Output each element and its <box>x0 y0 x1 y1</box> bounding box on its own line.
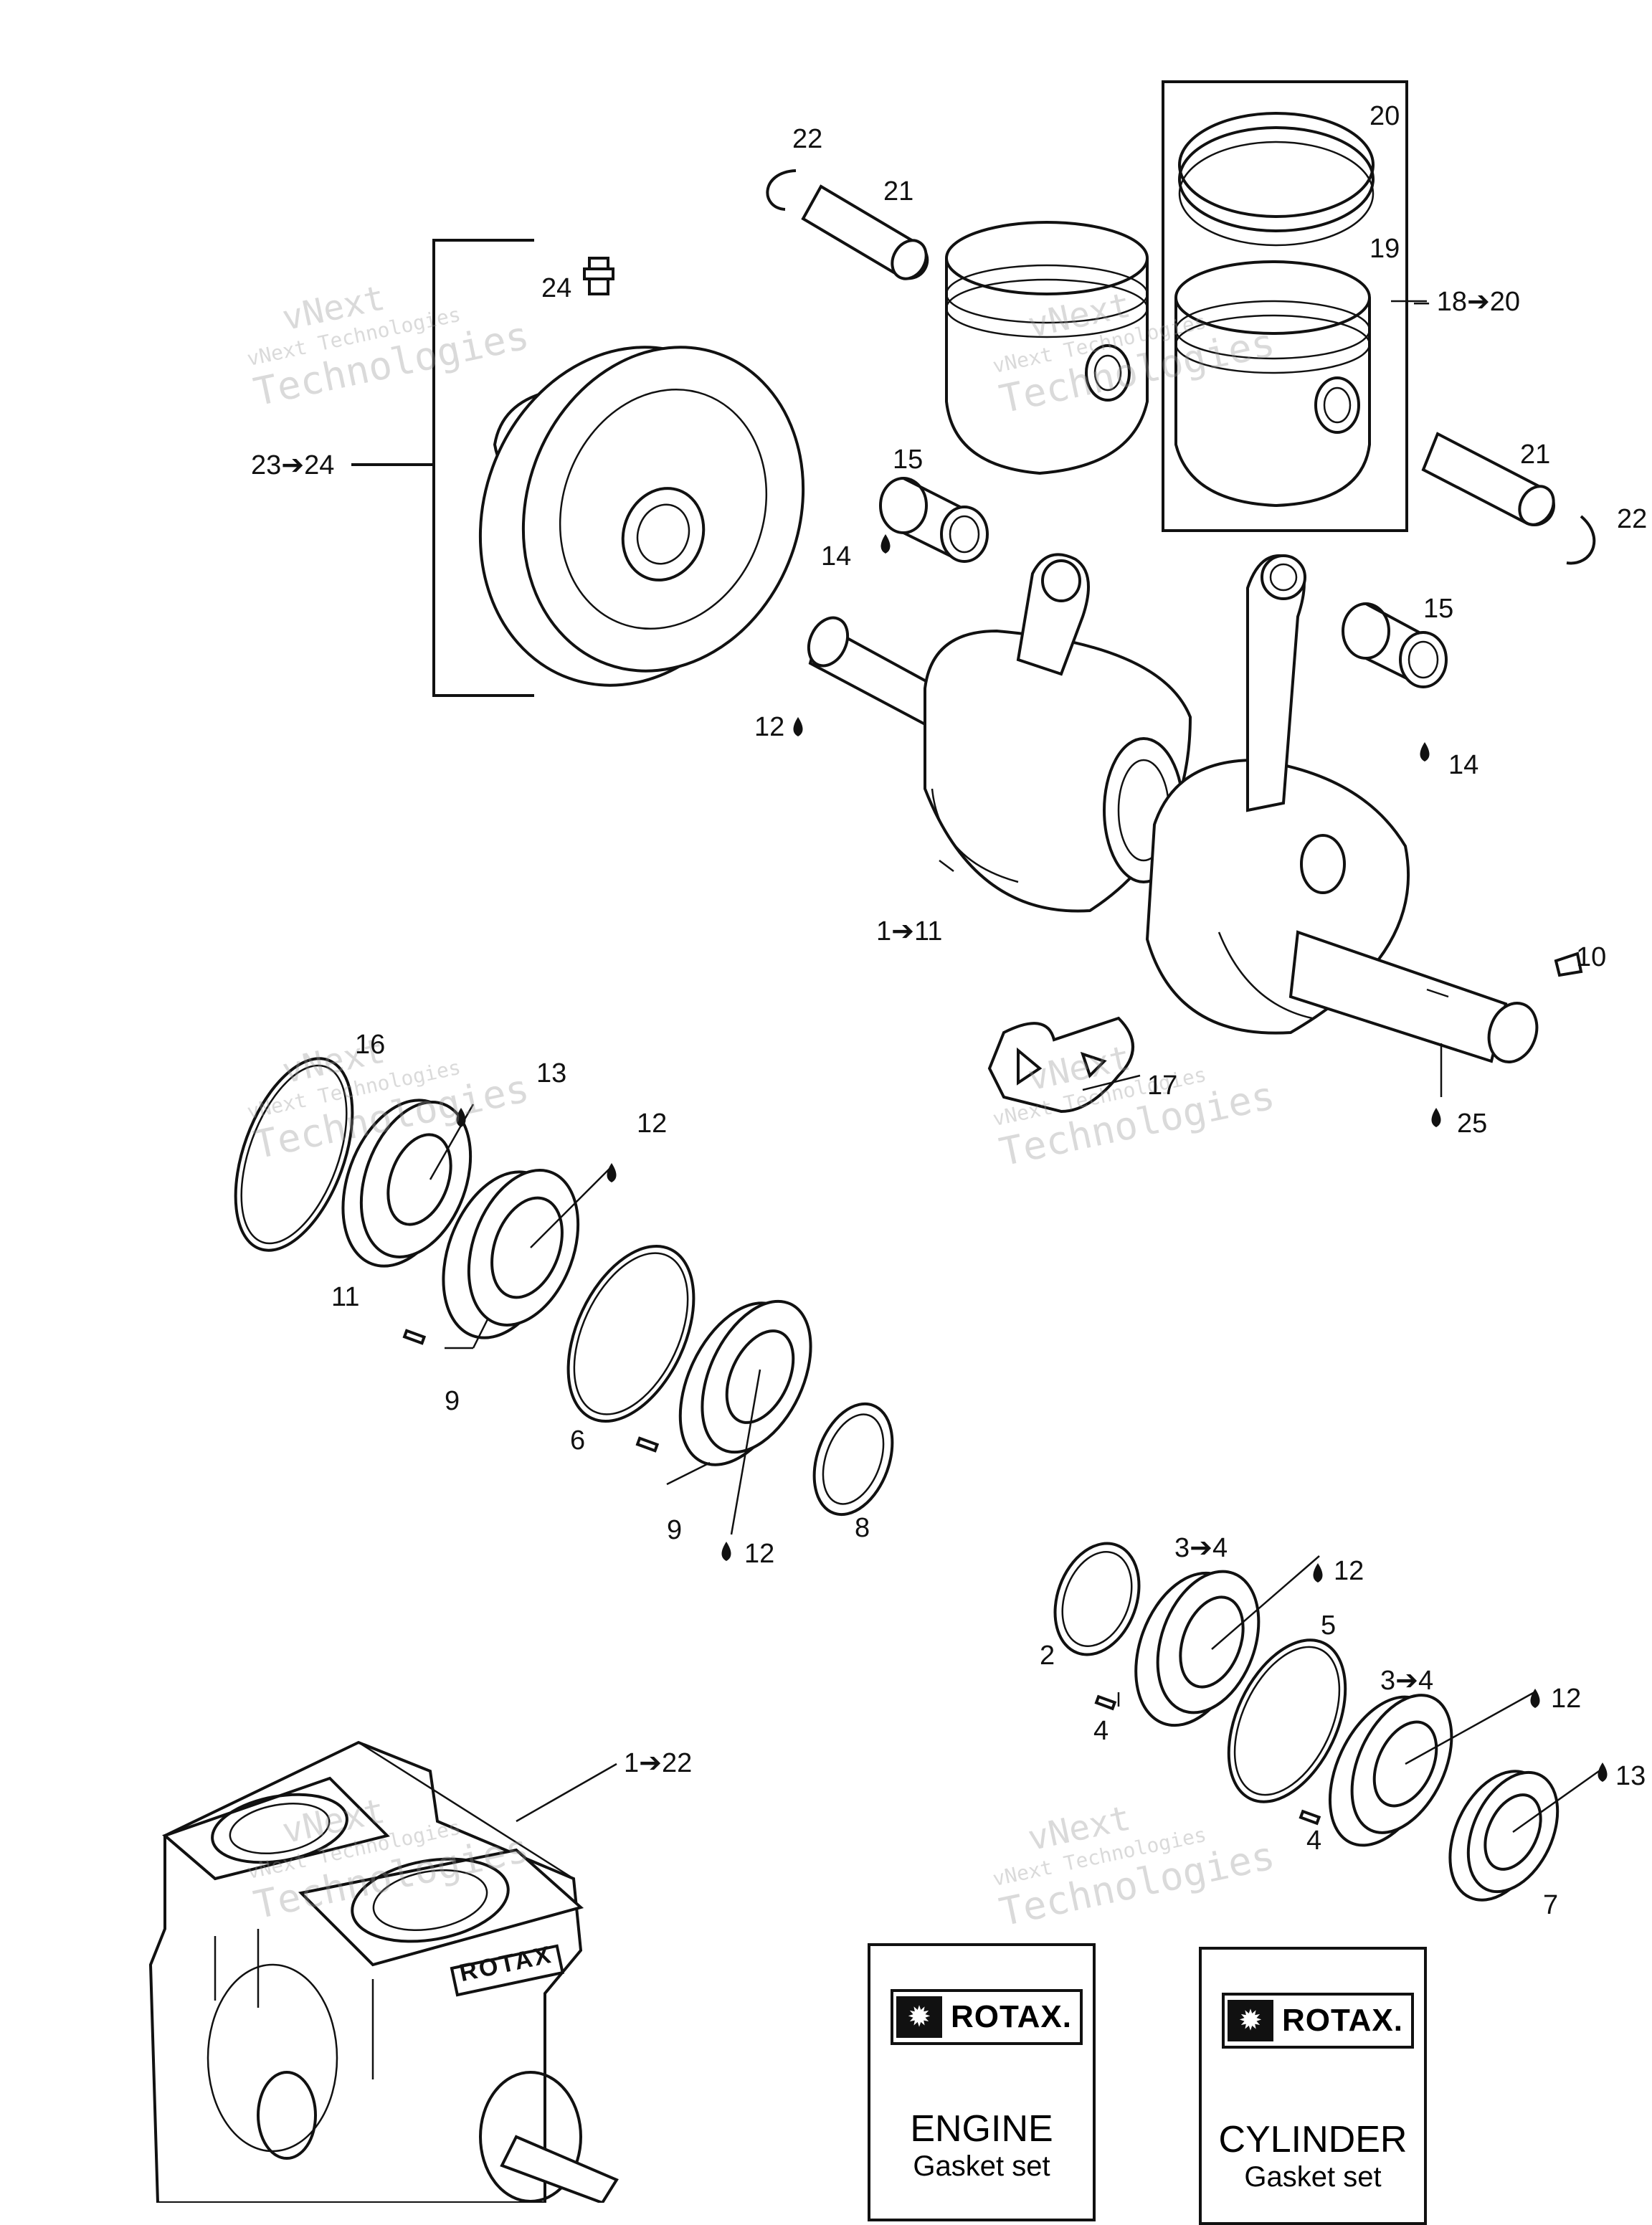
circlip-22-left <box>766 169 797 211</box>
crankshaft-assembly <box>807 553 1539 1063</box>
callout-label: 24 <box>541 273 572 303</box>
needle-bearing-15-right <box>1342 602 1448 688</box>
callout-label: 1➔11 <box>876 916 943 947</box>
rotax-logo: ✹ ROTAX. <box>891 1989 1083 2045</box>
kit-subtitle: Gasket set <box>913 2150 1050 2182</box>
circlip-22-right <box>1566 515 1596 565</box>
callout-label: 22 <box>792 124 823 154</box>
ball-bearing-mag-outer <box>1328 1694 1453 1847</box>
callout-label: 16 <box>355 1030 386 1060</box>
bracket-23-24 <box>432 239 534 697</box>
ball-bearing-pto-outer <box>678 1299 812 1466</box>
callout-label: 14 <box>1448 750 1479 780</box>
clutch-drum-23 <box>478 346 805 687</box>
callout-label: 4 <box>1306 1826 1322 1856</box>
callout-label: 12 <box>744 1539 775 1569</box>
o-ring-6 <box>566 1244 696 1423</box>
leader-lines <box>429 300 1600 1833</box>
piston-pin-21-left <box>801 184 929 280</box>
callout-label: 13 <box>536 1058 567 1088</box>
callout-label: 25 <box>1457 1109 1488 1139</box>
shim-8 <box>812 1402 894 1517</box>
callout-label: 22 <box>1617 504 1648 534</box>
dowel-pin-9a <box>402 1329 427 1345</box>
oil-drop-icons <box>456 534 1608 1782</box>
callout-label: 21 <box>1520 440 1551 470</box>
callout-label: 17 <box>1147 1071 1178 1101</box>
dowel-pin-4a <box>1094 1694 1117 1711</box>
kit-title: CYLINDER <box>1218 2119 1407 2160</box>
oil-drop-icon <box>793 717 803 736</box>
callout-label: 21 <box>883 176 914 207</box>
grease-fitting-24 <box>583 257 614 295</box>
o-ring-5 <box>1227 1638 1347 1803</box>
callout-label: 6 <box>570 1425 586 1456</box>
oil-drop-icon <box>1420 742 1430 762</box>
oil-drop-icon <box>1598 1763 1608 1782</box>
retainer-17 <box>987 1016 1134 1114</box>
callout-label: 4 <box>1093 1716 1109 1746</box>
oil-drop-icon <box>721 1542 731 1561</box>
callout-label: 8 <box>855 1513 870 1543</box>
needle-bearing-15-left <box>879 477 989 563</box>
callout-label: 5 <box>1321 1610 1337 1641</box>
callout-label: 23➔24 <box>251 450 335 480</box>
ball-bearing-mag <box>1134 1570 1261 1727</box>
dowel-pin-4b <box>1299 1809 1321 1826</box>
callout-label: 9 <box>445 1386 460 1416</box>
shim-16 <box>234 1057 354 1252</box>
callout-label: 12 <box>1551 1684 1582 1714</box>
oil-drop-icon <box>1530 1689 1540 1708</box>
gear-icon: ✹ <box>896 1996 942 2038</box>
callout-label: 3➔4 <box>1174 1533 1228 1563</box>
piston-left <box>945 221 1149 475</box>
callout-label: 11 <box>331 1282 360 1312</box>
engine-gasket-kit: ✹ ROTAX. ENGINE Gasket set <box>868 1943 1096 2221</box>
rotax-logo: ✹ ROTAX. <box>1222 1993 1414 2049</box>
gear-icon: ✹ <box>1228 2000 1273 2041</box>
callout-label: 15 <box>893 445 924 475</box>
piston-right-19 <box>1174 260 1371 508</box>
callout-label: 12 <box>637 1109 668 1139</box>
engine-block <box>148 1740 619 2203</box>
callout-label: 2 <box>1040 1641 1055 1671</box>
oil-drop-icon <box>880 534 891 554</box>
callout-label: 20 <box>1369 101 1400 131</box>
cylinder-gasket-kit: ✹ ROTAX. CYLINDER Gasket set <box>1199 1947 1427 2225</box>
callout-label: – 18➔20 <box>1414 287 1521 317</box>
callout-label: 12 <box>754 712 785 742</box>
kit-subtitle: Gasket set <box>1244 2161 1382 2193</box>
callout-label: 10 <box>1576 942 1607 972</box>
woodruff-key-10 <box>1554 952 1583 977</box>
ring-2 <box>1053 1542 1141 1656</box>
oil-drop-icon <box>456 1108 466 1127</box>
callout-label: 7 <box>1543 1890 1559 1920</box>
callout-label: 9 <box>667 1515 683 1545</box>
ball-bearing-pto <box>442 1169 580 1339</box>
callout-label: 19 <box>1369 234 1400 264</box>
piston-rings-20 <box>1178 112 1375 247</box>
piston-pin-21-right <box>1421 432 1555 526</box>
oil-drop-icon <box>1431 1108 1441 1127</box>
callout-label: 3➔4 <box>1380 1666 1434 1696</box>
dowel-pin-9b <box>635 1436 660 1453</box>
oil-drop-icon <box>607 1163 617 1182</box>
callout-label: 1➔22 <box>624 1748 693 1778</box>
piston-kit-box <box>1162 80 1408 532</box>
kit-title: ENGINE <box>910 2108 1053 2150</box>
callout-label: 14 <box>821 541 852 571</box>
oil-drop-icon <box>1313 1563 1323 1583</box>
callout-label: 15 <box>1423 594 1454 624</box>
callout-label: 13 <box>1615 1761 1646 1791</box>
oil-seal-11 <box>341 1099 473 1268</box>
callout-label: 12 <box>1334 1556 1364 1586</box>
